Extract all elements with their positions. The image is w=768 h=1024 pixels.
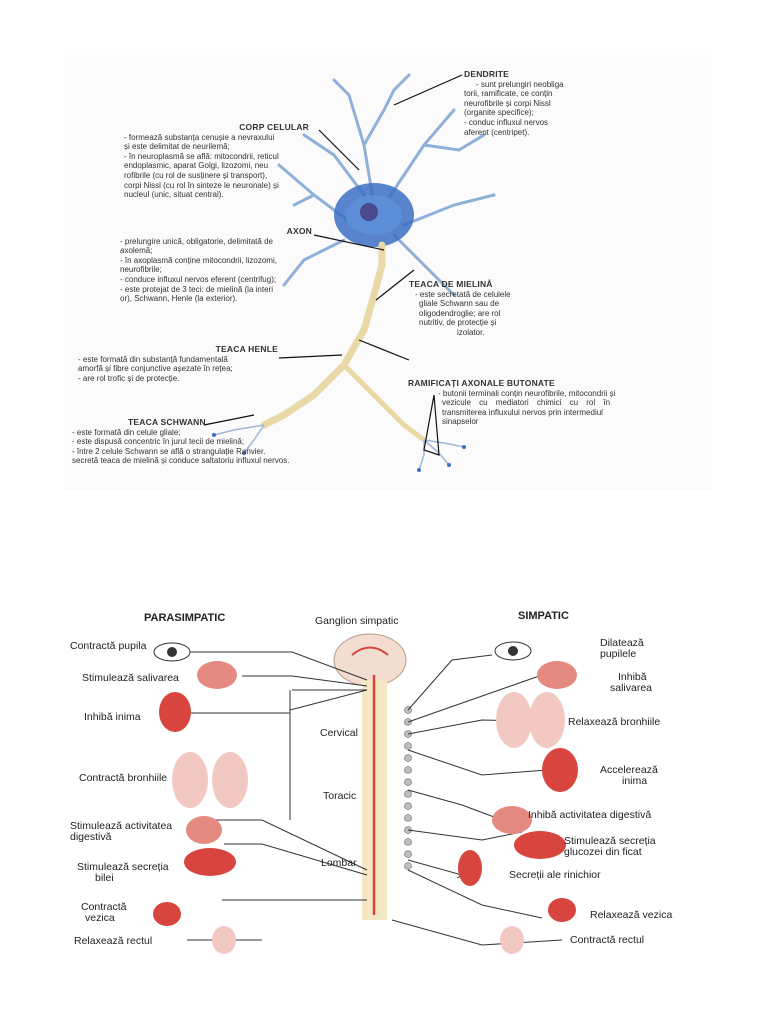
contracta-bronhiile-label: Contractă bronhiile — [79, 772, 168, 784]
neuron-illustration — [203, 73, 496, 472]
accelereaza-label: Accelerează inima — [600, 764, 658, 787]
axon-branch-shape — [342, 363, 426, 442]
dendrite-label: DENDRITE - sunt prelungiri neobliga tori… — [464, 69, 564, 137]
lombar-label: Lombar — [321, 857, 357, 869]
cervical-label: Cervical — [320, 727, 358, 739]
brain-shape — [333, 633, 407, 687]
stimuleaza-salivarea-label: Stimulează salivarea — [82, 672, 179, 684]
left-organs — [153, 642, 248, 954]
pointer-lines — [203, 74, 463, 456]
simpatic-title: SIMPATIC — [518, 610, 569, 622]
sympathetic-chain-shape — [404, 706, 412, 870]
contracta-rectul-label: Contractă rectul — [570, 934, 645, 946]
secretii-rinichi-label: Secreții ale rinichior — [509, 869, 601, 881]
inhiba-digestiva-label: Inhibă activitatea digestivă — [528, 809, 652, 821]
relaxeaza-vezica-label: Relaxează vezica — [590, 909, 673, 921]
axon-shape — [260, 241, 386, 429]
stimuleaza-glucoza-label: Stimulează secreția glucozei din ficat — [564, 835, 656, 858]
ganglion-label: Ganglion simpatic — [315, 615, 399, 627]
contracta-vezica-label: Contractă vezica — [81, 901, 127, 924]
right-organs — [458, 641, 578, 954]
axon-label: AXON - prelungire unică, obligatorie, de… — [120, 226, 312, 304]
inhiba-inima-label: Inhibă inima — [84, 711, 141, 723]
relaxeaza-bronhiile-label: Relaxează bronhiile — [568, 716, 661, 728]
teaca-schwann-label: TEACA SCHWANN - este formată din celule … — [72, 417, 290, 466]
dendrites-shape — [277, 73, 496, 297]
contracta-pupila-label: Contractă pupila — [70, 640, 147, 652]
terminal-buttons — [212, 433, 466, 472]
ans-illustration — [153, 633, 578, 954]
dilateaza-label: Dilatează pupilele — [600, 637, 644, 660]
corp-celular-label: CORP CELULAR - formează substanța cenuși… — [124, 122, 309, 200]
neuron-diagram: DENDRITE - sunt prelungiri neobliga tori… — [64, 55, 712, 490]
stimuleaza-digestiva-label: Stimulează activitatea digestivă — [70, 820, 173, 843]
parasimpatic-title: PARASIMPATIC — [144, 612, 226, 624]
nucleus-shape — [360, 203, 378, 221]
inhiba-salivarea-label: Inhibă salivarea — [610, 671, 653, 694]
teaca-mielina-label: TEACA DE MIELINĂ - este secretată de cel… — [409, 279, 511, 337]
relaxeaza-rectul-label: Relaxează rectul — [74, 935, 153, 947]
ramificatii-label: RAMIFICAȚI AXONALE BUTONATE - butonii te… — [408, 378, 616, 427]
stimuleaza-bilei-label: Stimulează secreția bilei — [77, 861, 169, 884]
teaca-henle-label: TEACA HENLE - este formată din substanță… — [78, 344, 278, 383]
parasympathetic-nerves — [174, 651, 368, 941]
toracic-label: Toracic — [323, 790, 357, 802]
autonomic-nervous-system-diagram: PARASIMPATIC SIMPATIC Ganglion simpatic … — [62, 600, 712, 960]
